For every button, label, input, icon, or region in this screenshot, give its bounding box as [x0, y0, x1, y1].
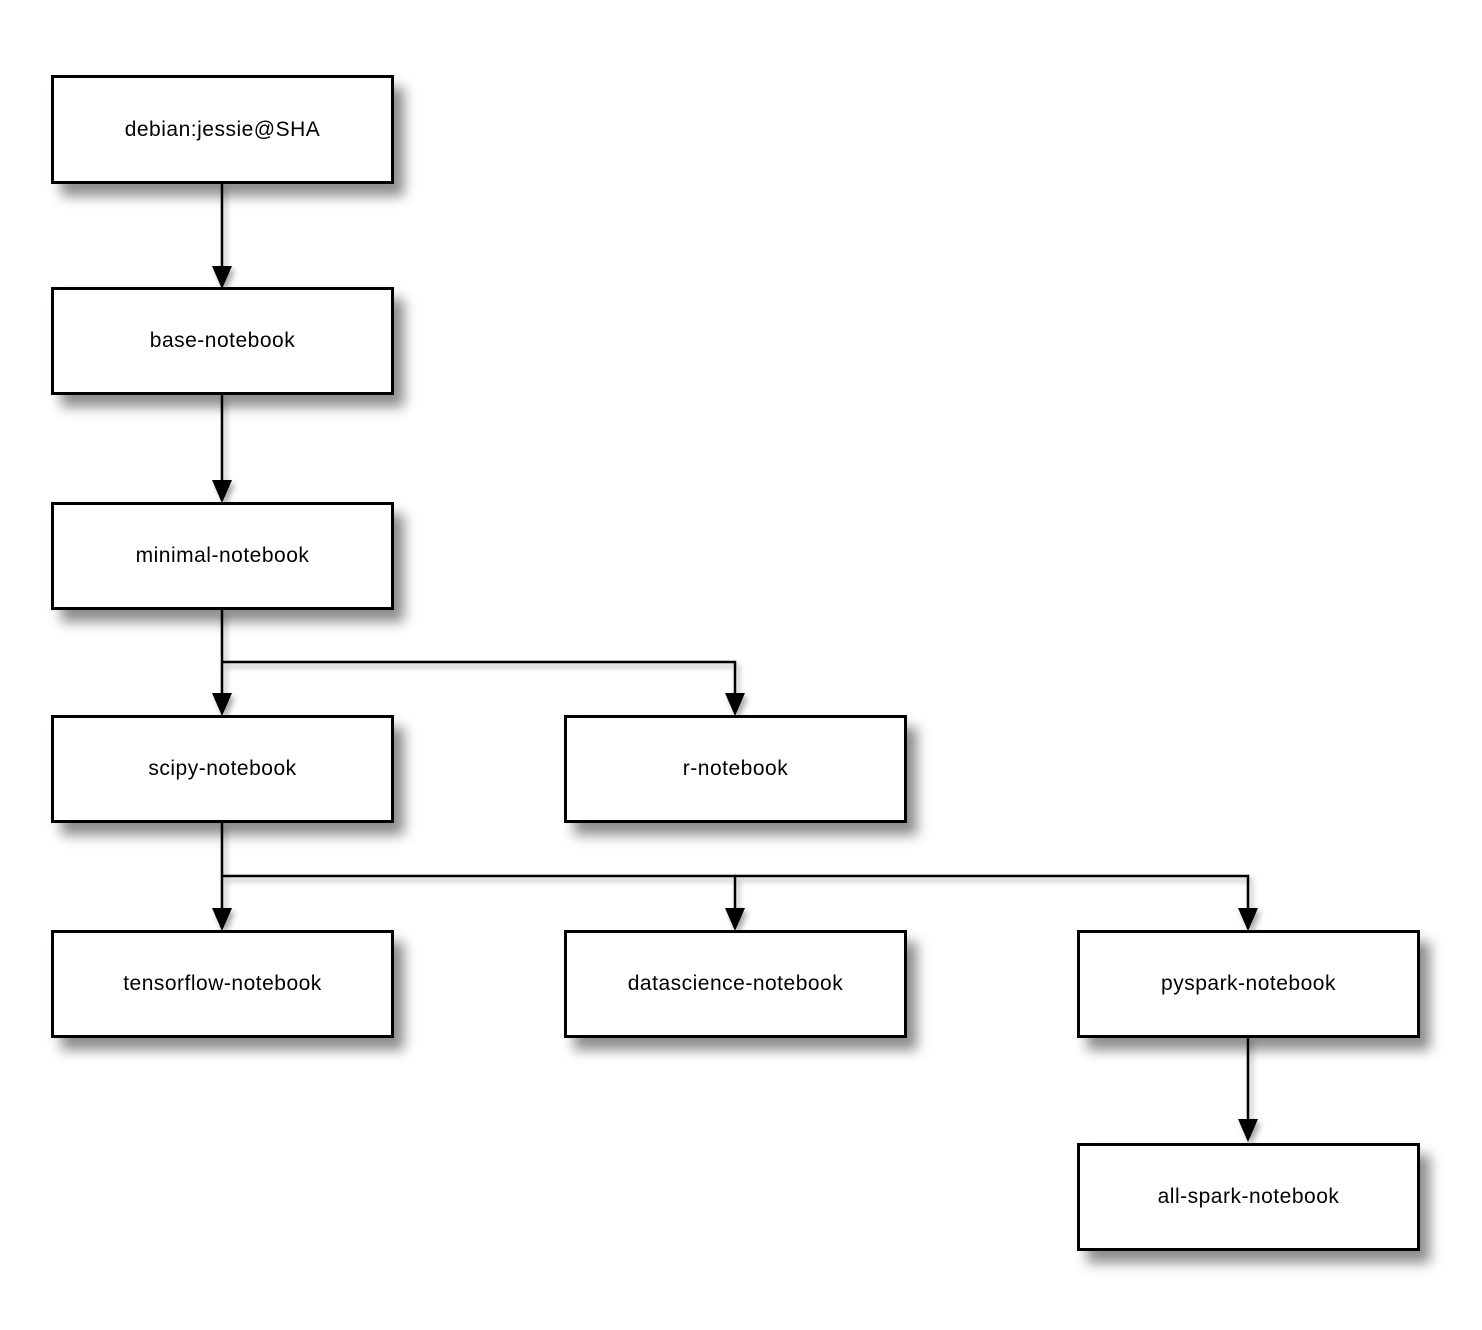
- edge-minimal-notebook-to-r-notebook: [222, 660, 745, 716]
- edge-scipy-notebook-to-datascience-notebook: [222, 874, 745, 931]
- edge-base-notebook-to-minimal-notebook: [212, 395, 232, 503]
- node-base-notebook: base-notebook: [51, 287, 394, 395]
- edge-scipy-notebook-to-tensorflow-notebook: [212, 823, 232, 931]
- edge-pyspark-notebook-to-all-spark-notebook: [1238, 1037, 1258, 1142]
- node-datascience-notebook: datascience-notebook: [564, 930, 907, 1038]
- edge-minimal-notebook-to-scipy-notebook: [212, 610, 232, 716]
- node-label-debian-jessie-sha: debian:jessie@SHA: [124, 117, 321, 141]
- node-all-spark-notebook: all-spark-notebook: [1077, 1143, 1420, 1251]
- edge-debian-to-base-notebook: [212, 184, 232, 289]
- node-label-pyspark-notebook: pyspark-notebook: [1161, 972, 1336, 995]
- node-minimal-notebook: minimal-notebook: [51, 502, 394, 610]
- node-label-tensorflow-notebook: tensorflow-notebook: [123, 972, 322, 995]
- edge-scipy-notebook-to-pyspark-notebook: [735, 874, 1258, 931]
- node-label-scipy-notebook: scipy-notebook: [148, 757, 297, 780]
- node-label-all-spark-notebook: all-spark-notebook: [1157, 1185, 1340, 1208]
- node-label-base-notebook: base-notebook: [149, 329, 296, 352]
- node-debian-jessie-sha: debian:jessie@SHA: [51, 75, 394, 184]
- node-label-minimal-notebook: minimal-notebook: [135, 544, 310, 567]
- node-label-datascience-notebook: datascience-notebook: [627, 972, 844, 995]
- node-tensorflow-notebook: tensorflow-notebook: [51, 930, 394, 1038]
- node-pyspark-notebook: pyspark-notebook: [1077, 930, 1420, 1038]
- node-label-r-notebook: r-notebook: [682, 757, 789, 780]
- node-scipy-notebook: scipy-notebook: [51, 715, 394, 823]
- node-r-notebook: r-notebook: [564, 715, 907, 823]
